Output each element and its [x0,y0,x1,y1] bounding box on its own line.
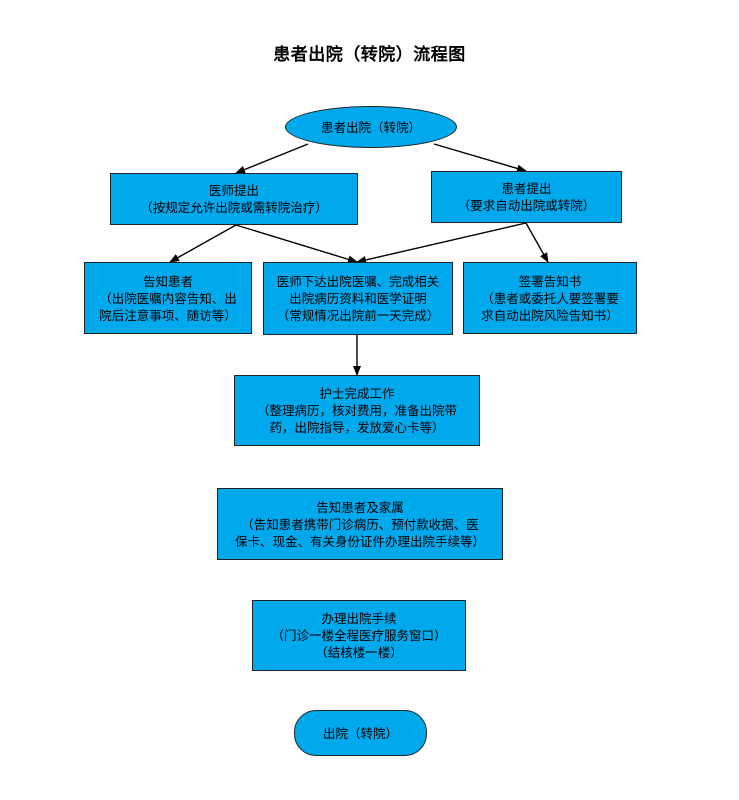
nurse-tasks-title: 护士完成工作 [319,386,395,401]
arrow-start-to-patient [433,143,527,173]
inform-family-box: 告知患者及家属 （告知患者携带门诊病历、预付款收据、医 保卡、现金、有关身份证件… [217,488,503,560]
end-node: 出院（转院） [294,710,427,756]
inform-family-line2: 保卡、现金、有关身份证件办理出院手续等） [234,533,485,549]
doctor-orders-line3: （常规情况出院前一天完成） [276,308,440,323]
sign-notice-line2: 求自动出院风险告知书） [481,307,619,323]
doctor-orders-line2: 出院病历资料和医学证明 [289,291,427,306]
patient-proposes-box: 患者提出 （要求自动出院或转院） [431,171,622,223]
inform-patient-line2: 院后注意事项、随访等） [99,307,237,323]
doctor-proposes-title: 医师提出 [208,183,259,198]
inform-family-title: 告知患者及家属 [316,499,404,515]
end-label: 出院（转院） [322,725,398,741]
patient-proposes-title: 患者提出 [501,181,552,196]
inform-family-line1: （告知患者携带门诊病历、预付款收据、医 [241,516,479,532]
nurse-tasks-line1: （整理病历，核对费用，准备出院带 [256,403,457,418]
discharge-procedure-title: 办理出院手续 [321,611,397,626]
discharge-procedure-line2: （结核楼一楼） [315,645,403,660]
doctor-proposes-box: 医师提出 （按规定允许出院或需转院治疗） [110,173,358,225]
start-label: 患者出院（转院） [320,119,421,135]
page-title: 患者出院（转院）流程图 [273,45,466,65]
arrow-patient-to-sign [525,222,549,263]
patient-proposes-detail: （要求自动出院或转院） [457,198,596,213]
discharge-procedure-line1: （门诊一楼全程医疗服务窗口） [271,628,447,643]
sign-notice-box: 签署告知书 （患者或委托人要签署要 求自动出院风险告知书） [463,262,637,334]
sign-notice-line1: （患者或委托人要签署要 [481,290,619,306]
nurse-tasks-box: 护士完成工作 （整理病历，核对费用，准备出院带 药，出院指导，发放爱心卡等） [234,375,480,446]
inform-patient-title: 告知患者 [142,273,193,289]
sign-notice-title: 签署告知书 [518,273,582,289]
arrow-start-to-doctor [235,143,309,174]
doctor-orders-box: 医师下达出院医嘱、完成相关 出院病历资料和医学证明 （常规情况出院前一天完成） [263,262,453,335]
arrow-doctor-to-inform-patient [169,224,237,263]
doctor-proposes-detail: （按规定允许出院或需转院治疗） [140,200,328,215]
nurse-tasks-line2: 药，出院指导，发放爱心卡等） [269,420,445,435]
inform-patient-line1: （出院医嘱内容告知、出 [99,290,237,306]
arrow-doctor-to-orders [235,224,358,264]
inform-patient-box: 告知患者 （出院医嘱内容告知、出 院后注意事项、随访等） [84,262,252,334]
doctor-orders-line1: 医师下达出院医嘱、完成相关 [276,274,440,289]
start-node: 患者出院（转院） [285,106,457,148]
arrow-patient-to-orders [356,222,527,264]
discharge-procedure-box: 办理出院手续 （门诊一楼全程医疗服务窗口） （结核楼一楼） [252,600,466,671]
